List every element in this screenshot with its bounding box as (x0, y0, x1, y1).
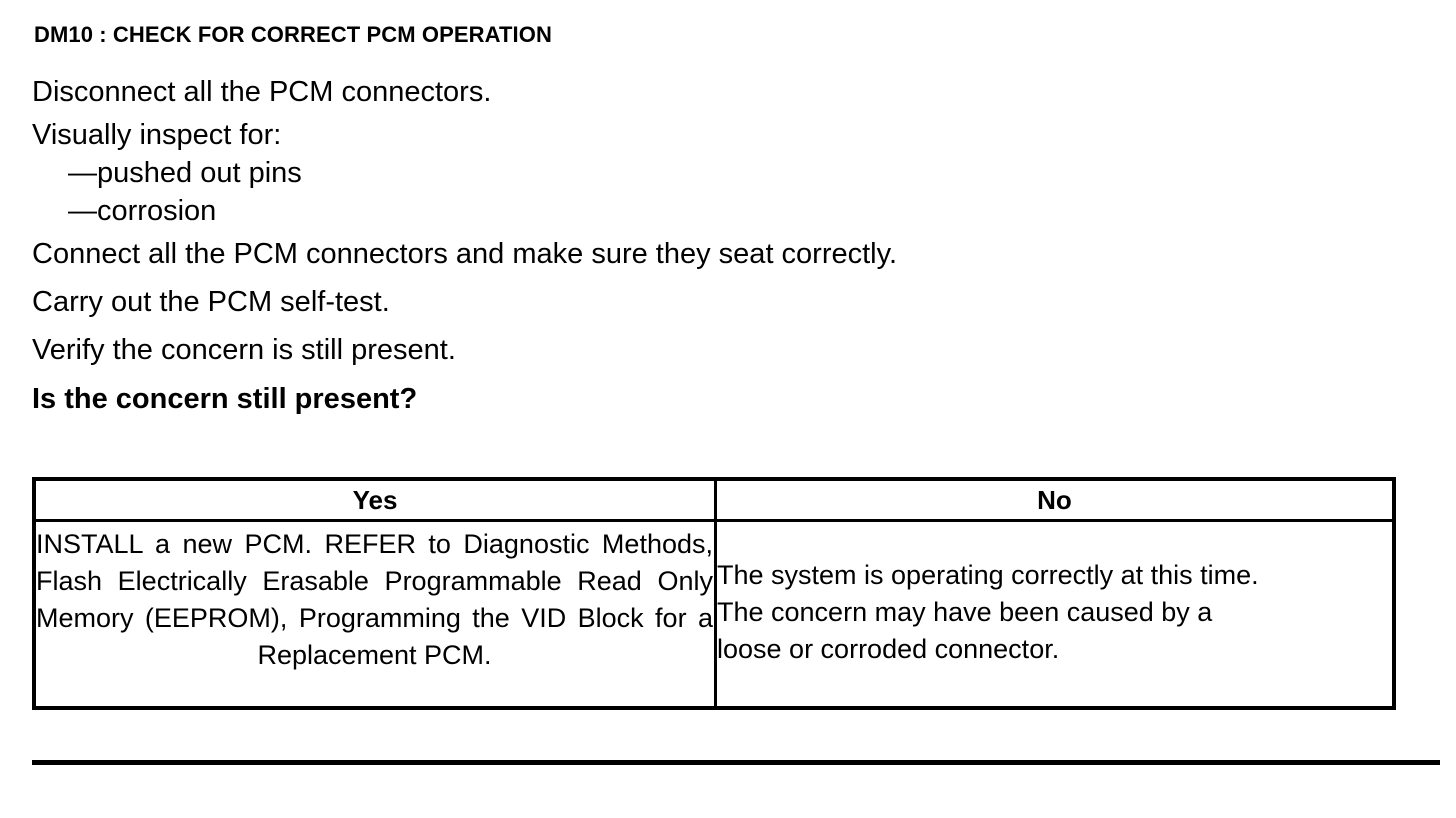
page-title: DM10 : CHECK FOR CORRECT PCM OPERATION (34, 22, 552, 47)
decision-question: Is the concern still present? (32, 383, 418, 415)
procedure-step-bullet: —pushed out pins (68, 157, 302, 189)
procedure-step-bullet: —corrosion (68, 195, 217, 227)
table-cell-no-line: The concern may have been caused by a (717, 596, 1213, 627)
table-cell-no-line: The system is operating correctly at thi… (717, 559, 1259, 590)
section-divider-rule (32, 760, 1440, 765)
procedure-step: Verify the concern is still present. (32, 334, 456, 366)
table-header-no: No (1037, 485, 1072, 515)
procedure-step: Carry out the PCM self-test. (32, 286, 390, 318)
procedure-step-list: Disconnect all the PCM connectors. Visua… (32, 68, 1422, 424)
decision-table: Yes No INSTALL a new PCM. REFER to Diagn… (32, 477, 1396, 710)
procedure-step: Disconnect all the PCM connectors. (32, 76, 492, 108)
table-header-yes: Yes (352, 485, 398, 515)
table-cell-yes: INSTALL a new PCM. REFER to Diagnostic M… (36, 529, 713, 670)
table-column-divider (714, 481, 717, 706)
table-cell-no-line: loose or corroded connector. (717, 633, 1060, 664)
table-body-row: INSTALL a new PCM. REFER to Diagnostic M… (36, 522, 1392, 706)
procedure-step: Visually inspect for: (32, 119, 282, 151)
procedure-step: Connect all the PCM connectors and make … (32, 238, 898, 270)
table-cell-no: The system is operating correctly at thi… (717, 522, 1392, 706)
